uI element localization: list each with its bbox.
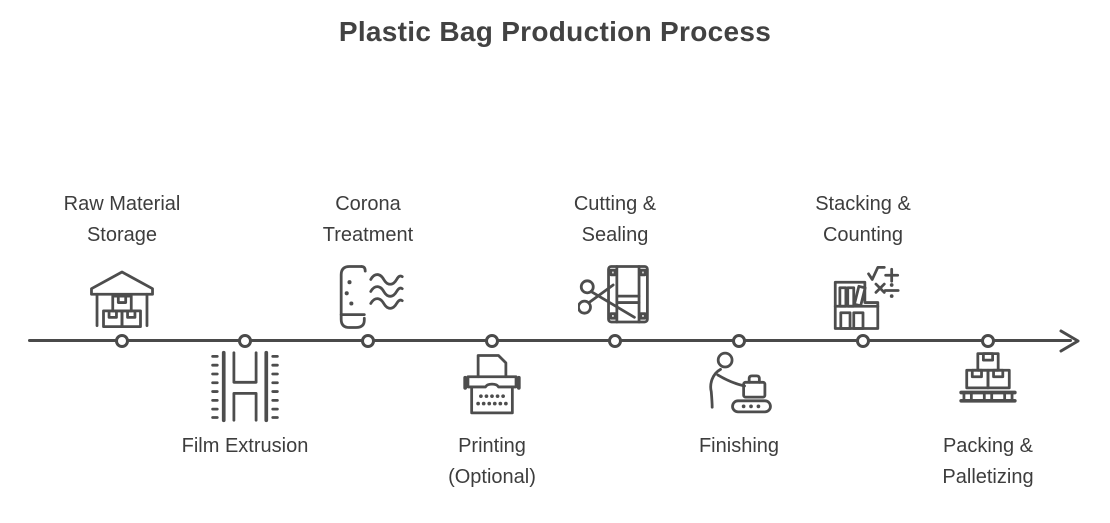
timeline-node-3 [361,334,375,348]
step-printing-optional: Printing (Optional) [397,349,587,493]
timeline-line [28,339,1072,342]
step-label: Packing & Palletizing [942,435,1034,488]
scissors-film-icon [578,260,652,334]
step-corona-treatment: Corona Treatment [273,189,463,334]
step-film-extrusion: Film Extrusion [150,349,340,462]
step-label: Film Extrusion [181,435,309,457]
worker-conveyor-icon [702,349,776,423]
step-label: Printing (Optional) [448,435,536,488]
shelf-counting-icon [826,260,900,334]
timeline-node-8 [981,334,995,348]
warehouse-icon [85,260,159,334]
timeline-node-1 [115,334,129,348]
timeline-node-5 [608,334,622,348]
film-strip-icon [208,349,282,423]
page-title: Plastic Bag Production Process [338,16,772,47]
timeline-node-4 [485,334,499,348]
timeline-node-7 [856,334,870,348]
printing-press-icon [455,349,529,423]
step-packing-palletizing: Packing & Palletizing [893,349,1083,493]
step-label: Stacking & Counting [815,193,911,246]
pallet-boxes-icon [951,349,1025,423]
step-cutting-sealing: Cutting & Sealing [520,189,710,334]
step-stacking-counting: Stacking & Counting [768,189,958,334]
arrow-right-icon [1059,329,1080,353]
step-raw-material-storage: Raw Material Storage [27,189,217,334]
step-label: Corona Treatment [322,193,414,246]
step-finishing: Finishing [644,349,834,462]
step-label: Raw Material Storage [63,193,181,246]
timeline-node-6 [732,334,746,348]
step-label: Cutting & Sealing [573,193,657,246]
step-label: Finishing [698,435,780,457]
timeline-node-2 [238,334,252,348]
corona-discharge-icon [331,260,405,334]
